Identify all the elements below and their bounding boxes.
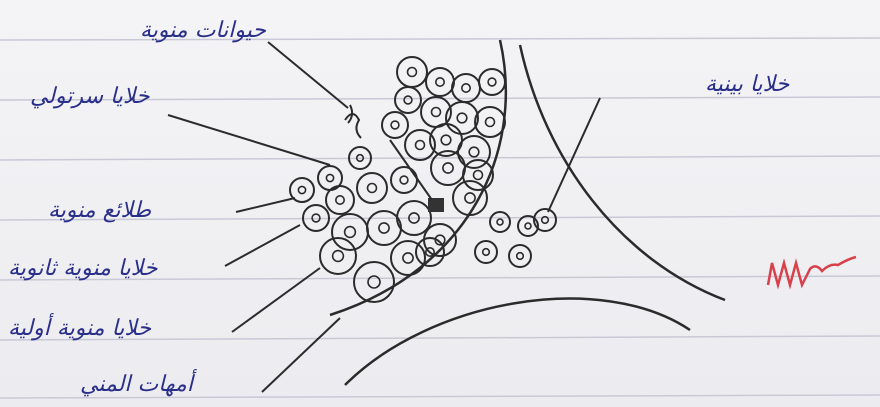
cell-nucleus	[409, 213, 419, 223]
cell-nucleus	[326, 174, 333, 181]
cell-nucleus	[408, 68, 417, 77]
cell-nucleus	[357, 155, 364, 162]
cell-nucleus	[345, 227, 356, 238]
sertoli-mark	[428, 198, 444, 212]
cell	[349, 147, 371, 169]
cell-nucleus	[469, 147, 479, 157]
cell-nucleus	[474, 171, 483, 180]
cell	[391, 167, 417, 193]
cell	[426, 68, 454, 96]
lower-tubule-wall	[345, 299, 690, 385]
label-primary-spermatocytes: خلايا منوية أولية	[8, 316, 151, 341]
cell	[452, 74, 480, 102]
cell	[479, 69, 505, 95]
cell-nucleus	[400, 176, 408, 184]
cell-nucleus	[298, 186, 305, 193]
cell-nucleus	[333, 251, 344, 262]
label-spermatozoa: حيوانات منوية	[140, 18, 266, 43]
cell	[490, 212, 510, 232]
adjacent-tubule-wall	[520, 45, 725, 300]
cell	[367, 211, 401, 245]
label-interstitial-cells: خلايا بينية	[705, 72, 789, 97]
cell	[534, 209, 556, 231]
cell-nucleus	[542, 217, 549, 224]
cell-nucleus	[368, 276, 380, 288]
cell-nucleus	[486, 118, 495, 127]
cell	[391, 241, 425, 275]
cell	[509, 245, 531, 267]
cell	[463, 160, 493, 190]
cell-nucleus	[465, 193, 475, 203]
cell	[320, 238, 356, 274]
cell-nucleus	[312, 214, 320, 222]
cell	[397, 201, 431, 235]
cell-nucleus	[404, 96, 412, 104]
cell-nucleus	[391, 121, 399, 129]
cell-nucleus	[441, 135, 451, 145]
cell-nucleus	[517, 253, 524, 260]
cell-nucleus	[497, 219, 503, 225]
margin-scribble	[768, 257, 856, 285]
cell-nucleus	[368, 184, 377, 193]
cell-nucleus	[462, 84, 470, 92]
label-secondary-spermatocytes: خلايا منوية ثانوية	[8, 256, 157, 281]
cell	[458, 136, 490, 168]
cell-nucleus	[432, 108, 441, 117]
cell	[397, 57, 427, 87]
cell-nucleus	[443, 163, 453, 173]
cell-nucleus	[416, 141, 425, 150]
cell	[475, 107, 505, 137]
cell-nucleus	[336, 196, 344, 204]
cell-nucleus	[379, 223, 389, 233]
label-spermatids: طلائع منوية	[48, 198, 151, 223]
cell-nucleus	[457, 113, 467, 123]
cell	[332, 214, 368, 250]
cell	[303, 205, 329, 231]
cell-nucleus	[488, 78, 496, 86]
cell	[453, 181, 487, 215]
cell-nucleus	[403, 253, 413, 263]
cell-nucleus	[525, 223, 531, 229]
cell	[382, 112, 408, 138]
cell	[395, 87, 421, 113]
cell	[357, 173, 387, 203]
sperm-marks	[345, 105, 361, 138]
cell-nucleus	[436, 78, 444, 86]
label-sertoli-cells: خلايا سرتولي	[30, 84, 150, 109]
cell	[475, 241, 497, 263]
label-spermatogonia: أمهات المني	[80, 372, 193, 397]
cell	[326, 186, 354, 214]
cell-nucleus	[483, 249, 490, 256]
